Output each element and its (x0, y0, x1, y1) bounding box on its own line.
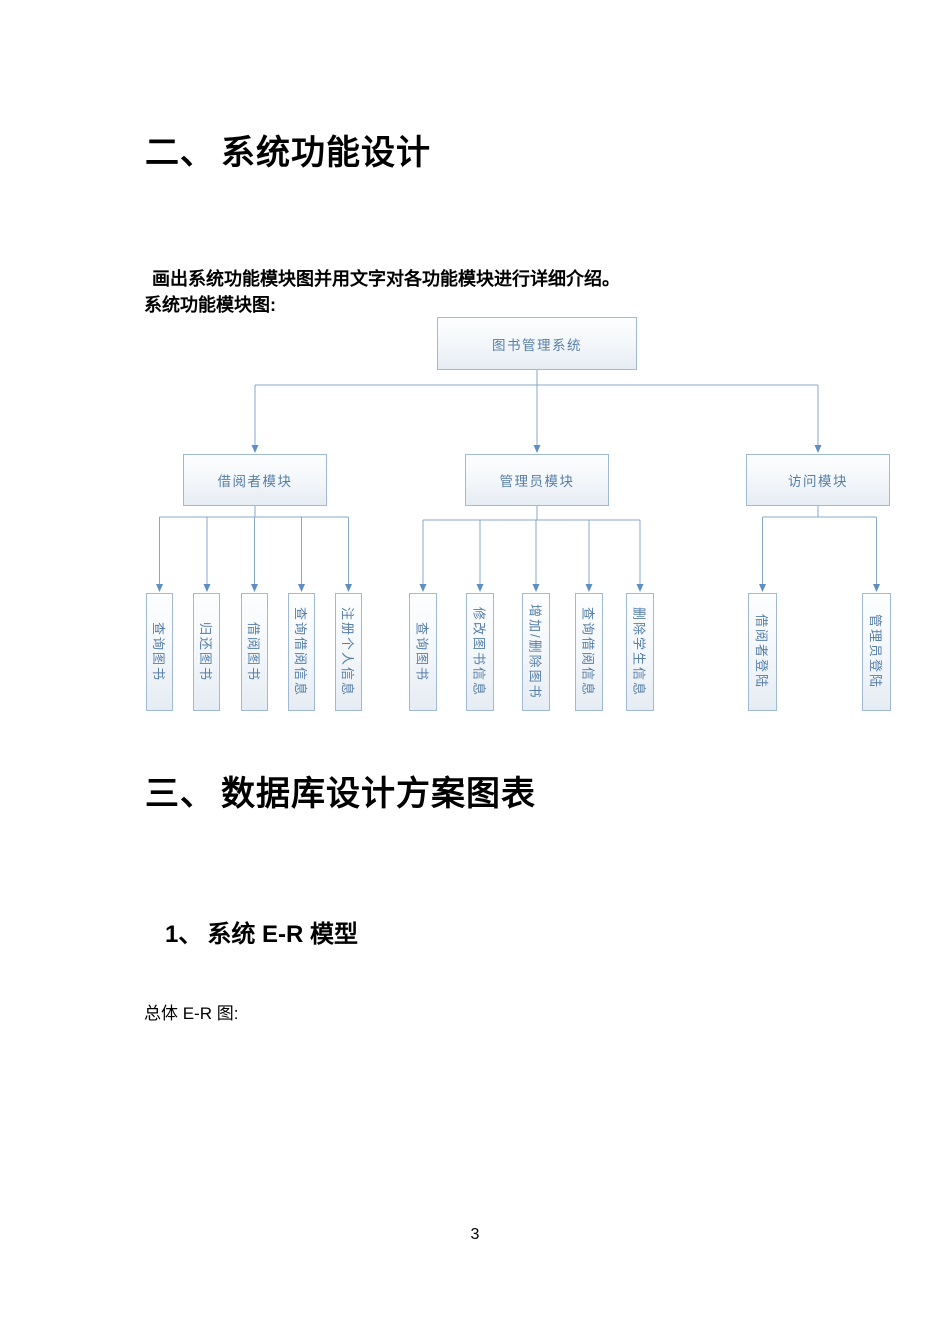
node-label: 访问模块 (788, 474, 848, 489)
diagram-node-root: 图书管理系统 (437, 317, 637, 370)
heading-title: 系统功能设计 (221, 134, 431, 172)
heading-prefix: 三、 (145, 775, 215, 813)
intro-paragraph: 画出系统功能模块图并用文字对各功能模块进行详细介绍。 (152, 269, 620, 289)
heading-title: 数据库设计方案图表 (221, 775, 536, 813)
node-label: 图书管理系统 (492, 337, 582, 353)
diagram-node-leaf: 删除学生信息 (626, 593, 654, 711)
diagram-node-leaf: 管理员登陆 (862, 593, 891, 711)
heading-title: 系统 E-R 模型 (207, 921, 359, 948)
diagram-node-leaf: 归还图书 (193, 593, 220, 711)
diagram-node-leaf: 查询借阅信息 (288, 593, 315, 711)
diagram-node-leaf: 查询图书 (409, 593, 437, 711)
diagram-caption: 系统功能模块图: (144, 295, 276, 315)
er-caption: 总体 E-R 图: (144, 1004, 239, 1023)
node-label: 借阅者模块 (217, 474, 293, 489)
diagram-node-leaf: 增加/删除图书 (522, 593, 550, 711)
diagram-node-leaf: 查询图书 (146, 593, 173, 711)
function-module-diagram: 图书管理系统 借阅者模块 管理员模块 访问模块 查询图书 归还图书 借阅图书 查… (0, 300, 950, 730)
diagram-node-leaf: 查询借阅信息 (575, 593, 603, 711)
section-heading-3: 三、数据库设计方案图表 (145, 766, 536, 815)
diagram-node-leaf: 修改图书信息 (466, 593, 494, 711)
diagram-node-leaf: 借阅者登陆 (748, 593, 777, 711)
diagram-node-leaf: 注册个人信息 (335, 593, 362, 711)
diagram-node-access-module: 访问模块 (746, 454, 890, 506)
heading-prefix: 1、 (165, 921, 203, 948)
heading-prefix: 二、 (145, 134, 215, 172)
diagram-node-leaf: 借阅图书 (241, 593, 268, 711)
subsection-heading-1: 1、系统 E-R 模型 (165, 914, 358, 949)
arrowhead-icons (156, 445, 880, 592)
page-number: 3 (470, 1226, 480, 1243)
diagram-node-admin-module: 管理员模块 (465, 454, 609, 506)
diagram-node-borrower-module: 借阅者模块 (183, 454, 327, 506)
diagram-connector-lines (156, 370, 880, 592)
node-label: 管理员模块 (499, 474, 575, 489)
section-heading-2: 二、系统功能设计 (145, 125, 431, 174)
